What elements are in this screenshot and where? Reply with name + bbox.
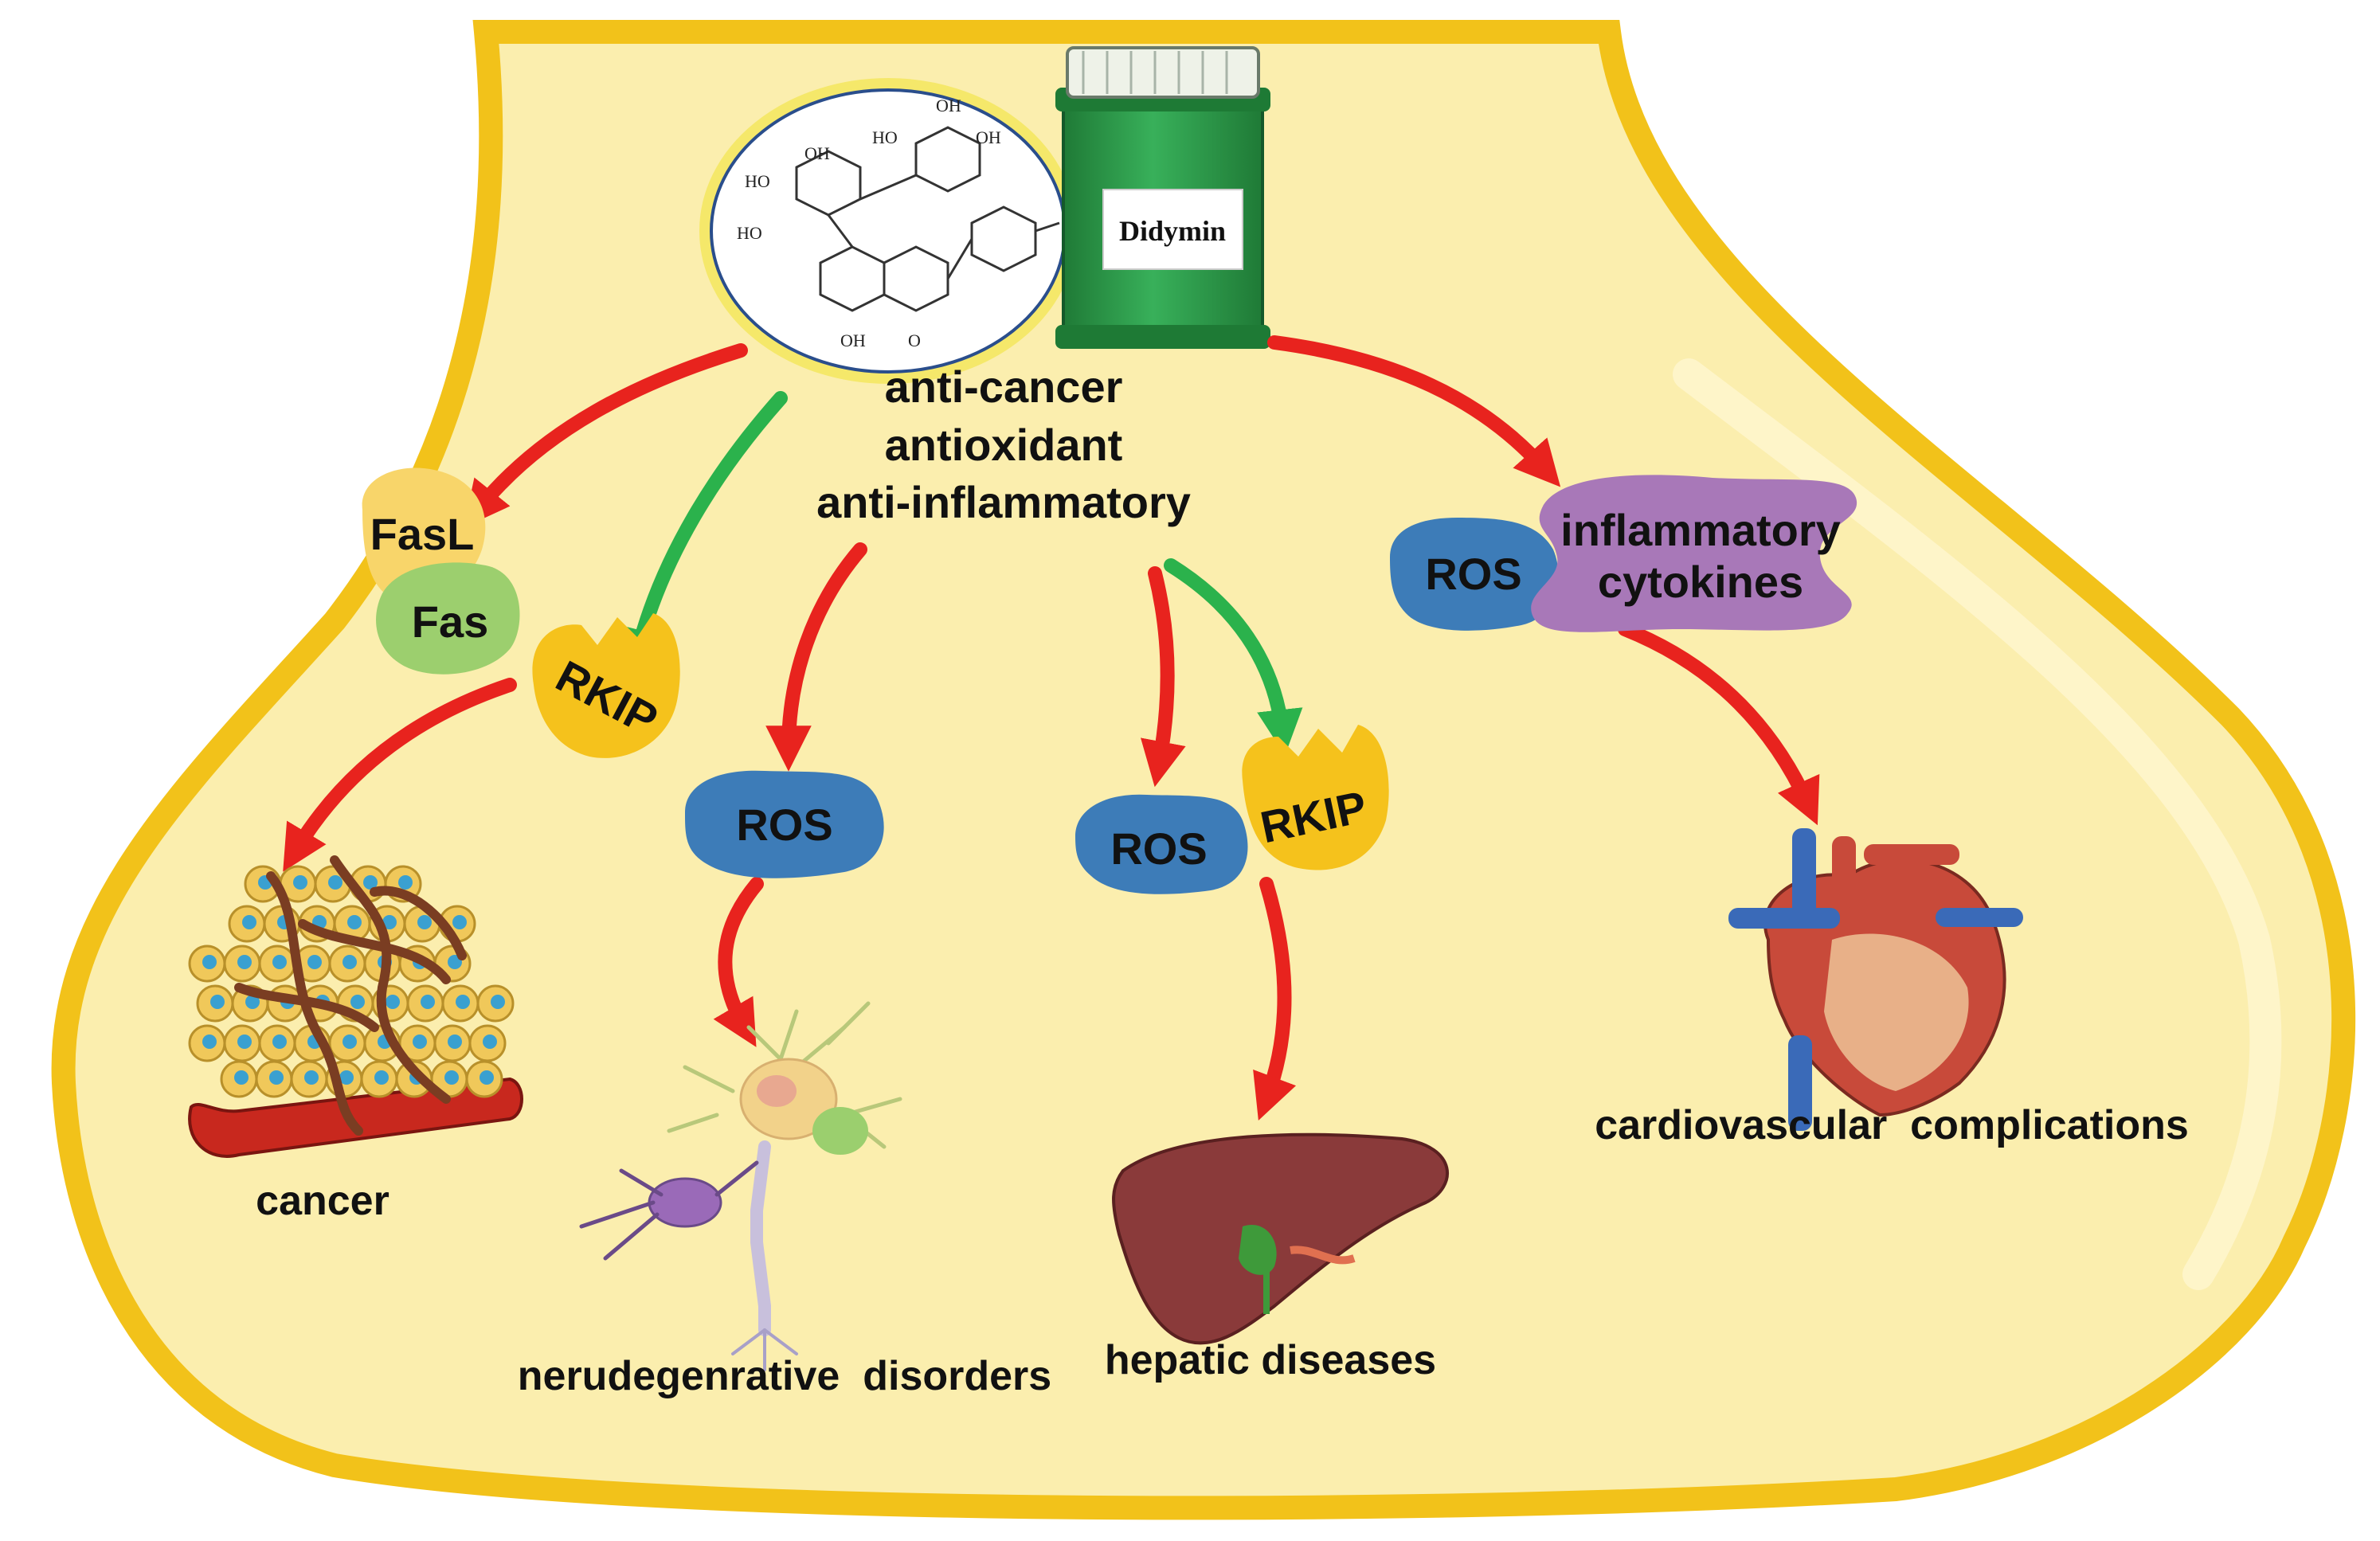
chem-ho-3: HO	[737, 223, 762, 243]
chem-oh-3: OH	[804, 143, 830, 163]
liver-illustration	[1112, 1132, 1449, 1345]
ros-cardio-label: ROS	[1425, 549, 1521, 599]
arrow-to-rkip-left	[620, 391, 788, 675]
arrow-to-ros-hepatic	[1140, 566, 1186, 788]
cell-body	[51, 20, 2356, 1520]
ros-hepatic: ROS	[1075, 794, 1248, 894]
tumor-cell-nucleus	[456, 995, 470, 1009]
outcome-cardio: cardiovascular complications	[1595, 1102, 2189, 1148]
tumor-cell-nucleus	[421, 995, 435, 1009]
ros-neuro-label: ROS	[736, 800, 832, 850]
chem-ho-2: HO	[745, 171, 770, 191]
tumor-cell-nucleus	[272, 1035, 287, 1049]
property-anti-inflammatory: anti-inflammatory	[816, 477, 1191, 527]
chem-oh-4: OH	[840, 330, 866, 350]
tumor-cell-nucleus	[272, 955, 287, 969]
tumor-cell-nucleus	[237, 955, 252, 969]
tumor-cell-nucleus	[343, 955, 357, 969]
tumor-cell-nucleus	[202, 955, 217, 969]
tumor-cell-nucleus	[237, 1035, 252, 1049]
cytokines-blob	[1531, 475, 1857, 632]
outcome-neuro: nerudegenrative disorders	[518, 1353, 1051, 1399]
tumor-illustration	[188, 855, 523, 1158]
chem-o: O	[908, 330, 921, 350]
ros-neuro: ROS	[685, 770, 884, 878]
jar-label: Didymin	[1119, 215, 1226, 247]
tumor-cell-nucleus	[363, 875, 378, 890]
arrow-to-rkip-hepatic	[1164, 558, 1303, 756]
tumor-cell-nucleus	[413, 1035, 427, 1049]
tumor-cell-nucleus	[234, 1070, 249, 1085]
chem-oh-2: OH	[976, 127, 1001, 147]
tumor-cell-nucleus	[491, 995, 505, 1009]
tumor-cell-nucleus	[374, 1070, 389, 1085]
tumor-cell-nucleus	[347, 915, 362, 929]
tumor-cell-nucleus	[210, 995, 225, 1009]
didymin-structure: OH HO OH HO OH HO OH O	[699, 78, 1077, 384]
neuron-illustration	[579, 1001, 902, 1371]
tumor-cell-nucleus	[293, 875, 307, 890]
tumor-cell-nucleus	[343, 1035, 357, 1049]
heart-illustration	[1728, 828, 2023, 1131]
tumor-cell-nucleus	[382, 915, 397, 929]
tumor-cell-nucleus	[307, 955, 322, 969]
rkip-hepatic: RKIP	[1242, 725, 1389, 870]
tumor-cell-nucleus	[483, 1035, 497, 1049]
arrow-to-ros-neuro	[765, 542, 867, 772]
cytokines-label-line2: cytokines	[1598, 557, 1803, 607]
chem-ho-1: HO	[872, 127, 898, 147]
fas-label: Fas	[412, 596, 489, 647]
cell-inner-highlight	[1673, 358, 2282, 1290]
ros-cardio-blob	[1390, 518, 1559, 631]
outcome-cancer: cancer	[256, 1178, 389, 1224]
tumor-cell-nucleus	[339, 1070, 354, 1085]
chem-oh-1: OH	[936, 96, 961, 115]
property-anti-cancer: anti-cancer	[885, 362, 1123, 412]
tumor-cell-nucleus	[242, 915, 256, 929]
property-antioxidant: antioxidant	[885, 420, 1123, 470]
fasl-fas-complex: FasL Fas	[362, 467, 520, 675]
tumor-cell-nucleus	[417, 915, 432, 929]
tumor-cell-nucleus	[480, 1070, 494, 1085]
tumor-cell-nucleus	[350, 995, 365, 1009]
rkip-left: RKIP	[532, 613, 680, 758]
tumor-cell-nucleus	[398, 875, 413, 890]
arrow-to-cancer	[283, 678, 517, 872]
arrow-to-fasl	[463, 343, 748, 528]
tumor-cell-nucleus	[304, 1070, 319, 1085]
arrow-to-hepatic	[1253, 877, 1297, 1121]
tumor-cell-nucleus	[245, 995, 260, 1009]
arrow-to-cytokines	[1267, 335, 1561, 487]
tumor-cell-nucleus	[444, 1070, 459, 1085]
tumor-cell-nucleus	[386, 995, 400, 1009]
tumor-cell-nucleus	[448, 1035, 462, 1049]
didymin-jar: Didymin	[1055, 46, 1270, 349]
arrow-to-neuro	[713, 877, 764, 1047]
tumor-cell-nucleus	[269, 1070, 284, 1085]
cytokines-label-line1: inflammatory	[1560, 505, 1841, 555]
outcome-hepatic: hepatic diseases	[1105, 1337, 1436, 1383]
tumor-cell-nucleus	[202, 1035, 217, 1049]
ros-cytokines-complex: ROS inflammatory cytokines	[1390, 475, 1857, 632]
ros-hepatic-label: ROS	[1110, 823, 1207, 874]
fas-blob	[376, 562, 520, 675]
tumor-cell-nucleus	[328, 875, 343, 890]
tumor-cell-nucleus	[452, 915, 467, 929]
fasl-label: FasL	[370, 509, 475, 559]
arrow-to-cardio	[1618, 622, 1820, 826]
